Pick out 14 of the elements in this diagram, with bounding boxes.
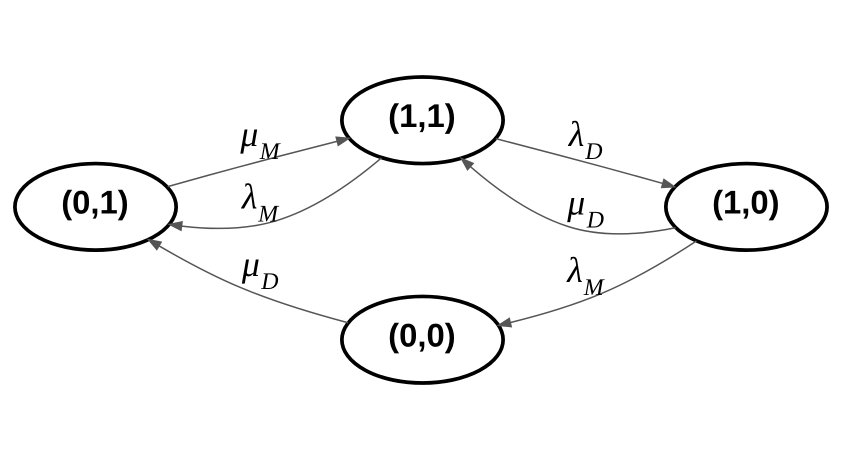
arrow xyxy=(496,240,697,328)
edge-label: λ$_{D}$ xyxy=(568,114,602,165)
node-ellipse: (1,1) xyxy=(340,75,505,166)
arrow xyxy=(146,238,348,324)
arrow xyxy=(460,157,676,235)
node-ellipse: (0,0) xyxy=(340,294,505,385)
arrow xyxy=(167,136,351,188)
edge-label: μ$_{D}$ xyxy=(242,244,279,295)
node-ellipse: (1,0) xyxy=(664,162,829,252)
edge-label: μ$_{D}$ xyxy=(567,182,604,234)
edge-label: λ$_{M}$ xyxy=(242,176,278,228)
arrow xyxy=(496,138,677,188)
edge-label: λ$_{M}$ xyxy=(567,250,604,301)
arrow xyxy=(167,157,382,232)
